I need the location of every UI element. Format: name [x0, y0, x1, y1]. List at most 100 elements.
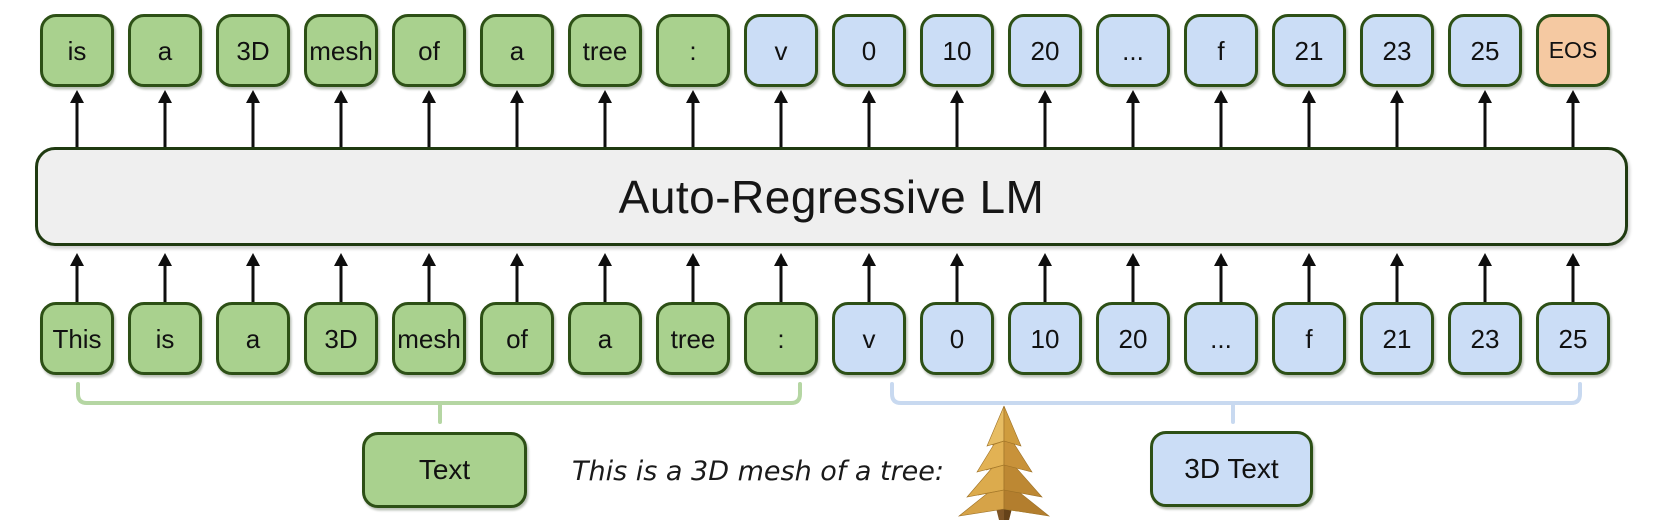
- arrow-head: [158, 253, 172, 266]
- arrow-up-icon: [656, 250, 730, 302]
- arrow-up-icon: [1448, 87, 1522, 147]
- lm-bar-label: Auto-Regressive LM: [618, 170, 1045, 223]
- arrow-head: [1566, 253, 1580, 266]
- token-column: ...: [1184, 250, 1258, 375]
- arrow-shaft: [75, 264, 79, 302]
- arrow-up-icon: [480, 250, 554, 302]
- arrow-up-icon: [1360, 87, 1434, 147]
- token-column: a: [216, 250, 290, 375]
- arrow-shaft: [691, 264, 695, 302]
- arrow-head: [246, 90, 260, 103]
- arrow-up-icon: [216, 87, 290, 147]
- token-box: :: [744, 302, 818, 375]
- arrow-up-icon: [1536, 87, 1610, 147]
- arrow-head: [598, 253, 612, 266]
- arrow-head: [862, 90, 876, 103]
- arrow-up-icon: [40, 250, 114, 302]
- auto-regressive-lm-bar: Auto-Regressive LM: [35, 147, 1628, 246]
- arrow-shaft: [691, 101, 695, 147]
- arrow-up-icon: [304, 250, 378, 302]
- arrow-up-icon: [920, 250, 994, 302]
- arrow-up-icon: [1008, 250, 1082, 302]
- arrow-shaft: [1131, 101, 1135, 147]
- token-column: 0: [920, 250, 994, 375]
- token-column: :: [656, 14, 730, 147]
- token-box: 3D: [216, 14, 290, 87]
- arrow-shaft: [779, 101, 783, 147]
- arrow-head: [334, 90, 348, 103]
- token-box: 10: [1008, 302, 1082, 375]
- token-box: of: [392, 14, 466, 87]
- token-column: a: [128, 14, 202, 147]
- arrow-up-icon: [480, 87, 554, 147]
- arrow-shaft: [603, 264, 607, 302]
- token-column: f: [1272, 250, 1346, 375]
- token-box: EOS: [1536, 14, 1610, 87]
- arrow-shaft: [339, 101, 343, 147]
- arrow-up-icon: [40, 87, 114, 147]
- arrow-head: [950, 253, 964, 266]
- arrow-up-icon: [832, 250, 906, 302]
- token-box: 0: [920, 302, 994, 375]
- token-box: 20: [1008, 14, 1082, 87]
- token-column: 0: [832, 14, 906, 147]
- arrow-shaft: [515, 101, 519, 147]
- arrow-up-icon: [216, 250, 290, 302]
- arrow-up-icon: [1360, 250, 1434, 302]
- token-column: a: [480, 14, 554, 147]
- arrow-up-icon: [1272, 250, 1346, 302]
- arrow-head: [774, 253, 788, 266]
- arrow-head: [246, 253, 260, 266]
- token-box: 23: [1448, 302, 1522, 375]
- arrow-head: [950, 90, 964, 103]
- arrow-head: [1566, 90, 1580, 103]
- token-column: v: [744, 14, 818, 147]
- token-column: EOS: [1536, 14, 1610, 147]
- arrow-up-icon: [1184, 250, 1258, 302]
- arrow-head: [1214, 90, 1228, 103]
- token-box: a: [128, 14, 202, 87]
- arrow-up-icon: [744, 250, 818, 302]
- arrow-head: [1126, 90, 1140, 103]
- arrow-shaft: [1307, 264, 1311, 302]
- arrow-head: [1390, 90, 1404, 103]
- token-column: 10: [1008, 250, 1082, 375]
- arrow-up-icon: [392, 87, 466, 147]
- token-column: of: [480, 250, 554, 375]
- mesh-group-brace: [890, 382, 1582, 405]
- arrow-up-icon: [1008, 87, 1082, 147]
- arrow-up-icon: [832, 87, 906, 147]
- arrow-shaft: [1395, 101, 1399, 147]
- arrow-shaft: [163, 264, 167, 302]
- arrow-head: [1302, 90, 1316, 103]
- arrow-shaft: [867, 264, 871, 302]
- arrow-shaft: [603, 101, 607, 147]
- token-box: mesh: [392, 302, 466, 375]
- arrow-shaft: [955, 101, 959, 147]
- arrow-shaft: [1131, 264, 1135, 302]
- arrow-shaft: [779, 264, 783, 302]
- token-column: 21: [1272, 14, 1346, 147]
- arrow-shaft: [867, 101, 871, 147]
- arrow-shaft: [955, 264, 959, 302]
- arrow-head: [1478, 253, 1492, 266]
- token-box: 21: [1272, 14, 1346, 87]
- token-box: f: [1184, 14, 1258, 87]
- arrow-shaft: [1043, 101, 1047, 147]
- arrow-up-icon: [744, 87, 818, 147]
- token-box: tree: [568, 14, 642, 87]
- token-box: 3D: [304, 302, 378, 375]
- token-box: 21: [1360, 302, 1434, 375]
- arrow-head: [686, 253, 700, 266]
- token-column: tree: [656, 250, 730, 375]
- arrow-head: [862, 253, 876, 266]
- arrow-head: [598, 90, 612, 103]
- token-column: 25: [1536, 250, 1610, 375]
- arrow-shaft: [1483, 101, 1487, 147]
- arrow-shaft: [75, 101, 79, 147]
- token-box: tree: [656, 302, 730, 375]
- arrow-shaft: [163, 101, 167, 147]
